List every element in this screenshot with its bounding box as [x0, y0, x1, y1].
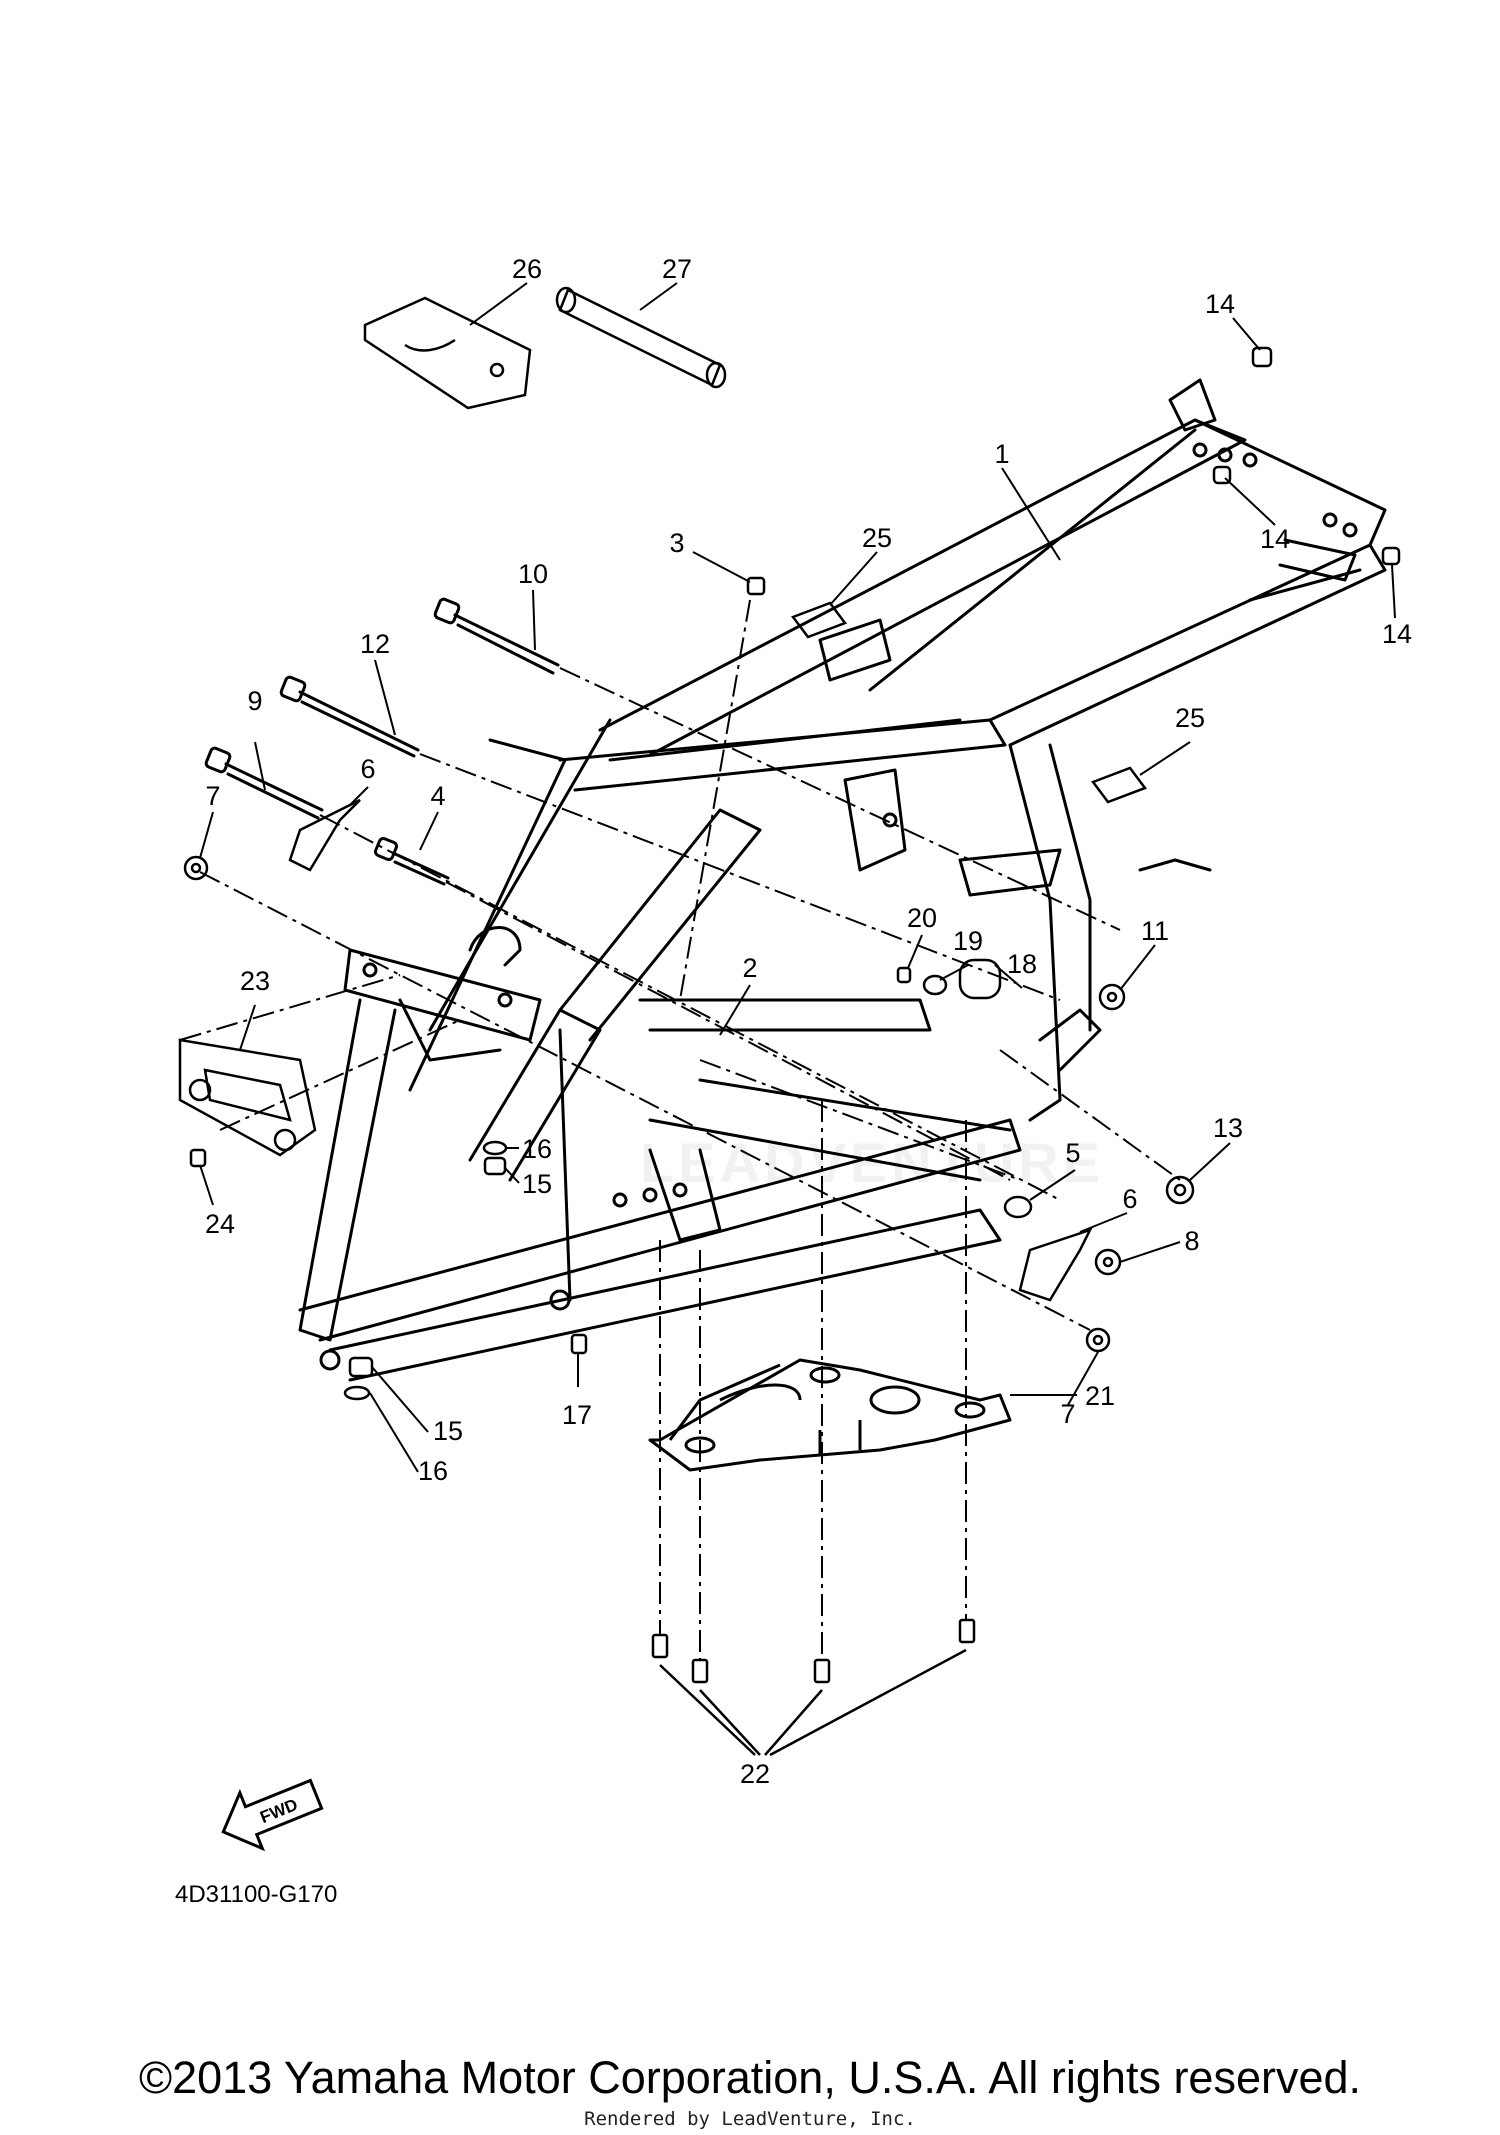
callout-label: 12 [360, 629, 390, 659]
callout-label: 7 [205, 781, 220, 811]
callout-label: 8 [1184, 1226, 1199, 1256]
callout-label: 3 [669, 528, 684, 558]
callout-label: 14 [1205, 289, 1235, 319]
callout-labels: 26 27 14 1 14 14 3 25 10 12 9 6 7 4 25 2… [205, 254, 1412, 1789]
callout-label: 15 [522, 1169, 552, 1199]
bolt-axis-lines [179, 599, 1181, 1331]
callout-label: 25 [862, 523, 892, 553]
callout-label: 14 [1260, 524, 1290, 554]
callout-label: 10 [518, 559, 548, 589]
callout-label: 18 [1007, 949, 1037, 979]
callout-label: 17 [562, 1400, 592, 1430]
callout-label: 16 [522, 1134, 552, 1164]
callout-label: 19 [953, 926, 983, 956]
copyright-notice: ©2013 Yamaha Motor Corporation, U.S.A. A… [138, 2052, 1362, 2103]
callout-label: 15 [433, 1416, 463, 1446]
callout-label: 6 [360, 754, 375, 784]
callout-label: 7 [1060, 1399, 1075, 1429]
callout-label: 16 [418, 1456, 448, 1486]
rendered-by-credit: Rendered by LeadVenture, Inc. [584, 2108, 916, 2130]
bolt-9 [204, 746, 324, 820]
callout-label: 5 [1065, 1138, 1080, 1168]
callout-label: 1 [994, 439, 1009, 469]
skid-plate-bolts-22 [651, 1618, 976, 1757]
callout-label: 13 [1213, 1113, 1243, 1143]
bolt-4 [373, 836, 450, 886]
callout-label: 22 [740, 1759, 770, 1789]
callout-label: 26 [512, 254, 542, 284]
callout-label: 23 [240, 966, 270, 996]
callout-label: 11 [1141, 916, 1169, 946]
callout-label: 2 [742, 953, 757, 983]
frame-assembly-1 [298, 378, 1387, 1382]
callout-label: 21 [1085, 1381, 1115, 1411]
long-bolts [204, 597, 560, 886]
callout-label: 24 [205, 1209, 235, 1239]
callout-label: 27 [662, 254, 692, 284]
callout-label: 4 [430, 781, 445, 811]
diagram-code: 4D31100-G170 [175, 1881, 337, 1908]
callout-label: 20 [907, 903, 937, 933]
skid-plate-leader-lines [659, 1100, 967, 1660]
bolt-10 [433, 597, 560, 675]
callout-leader-lines [199, 282, 1396, 1473]
bolt-12 [279, 675, 420, 758]
skid-plate-21 [648, 1358, 1012, 1472]
callout-label: 6 [1122, 1184, 1137, 1214]
callout-label: 14 [1382, 619, 1412, 649]
watermark: LEADVENTURE [640, 1131, 1105, 1194]
callout-label: 9 [247, 686, 262, 716]
callout-label: 25 [1175, 703, 1205, 733]
fwd-arrow-icon: FWD [221, 1778, 324, 1852]
